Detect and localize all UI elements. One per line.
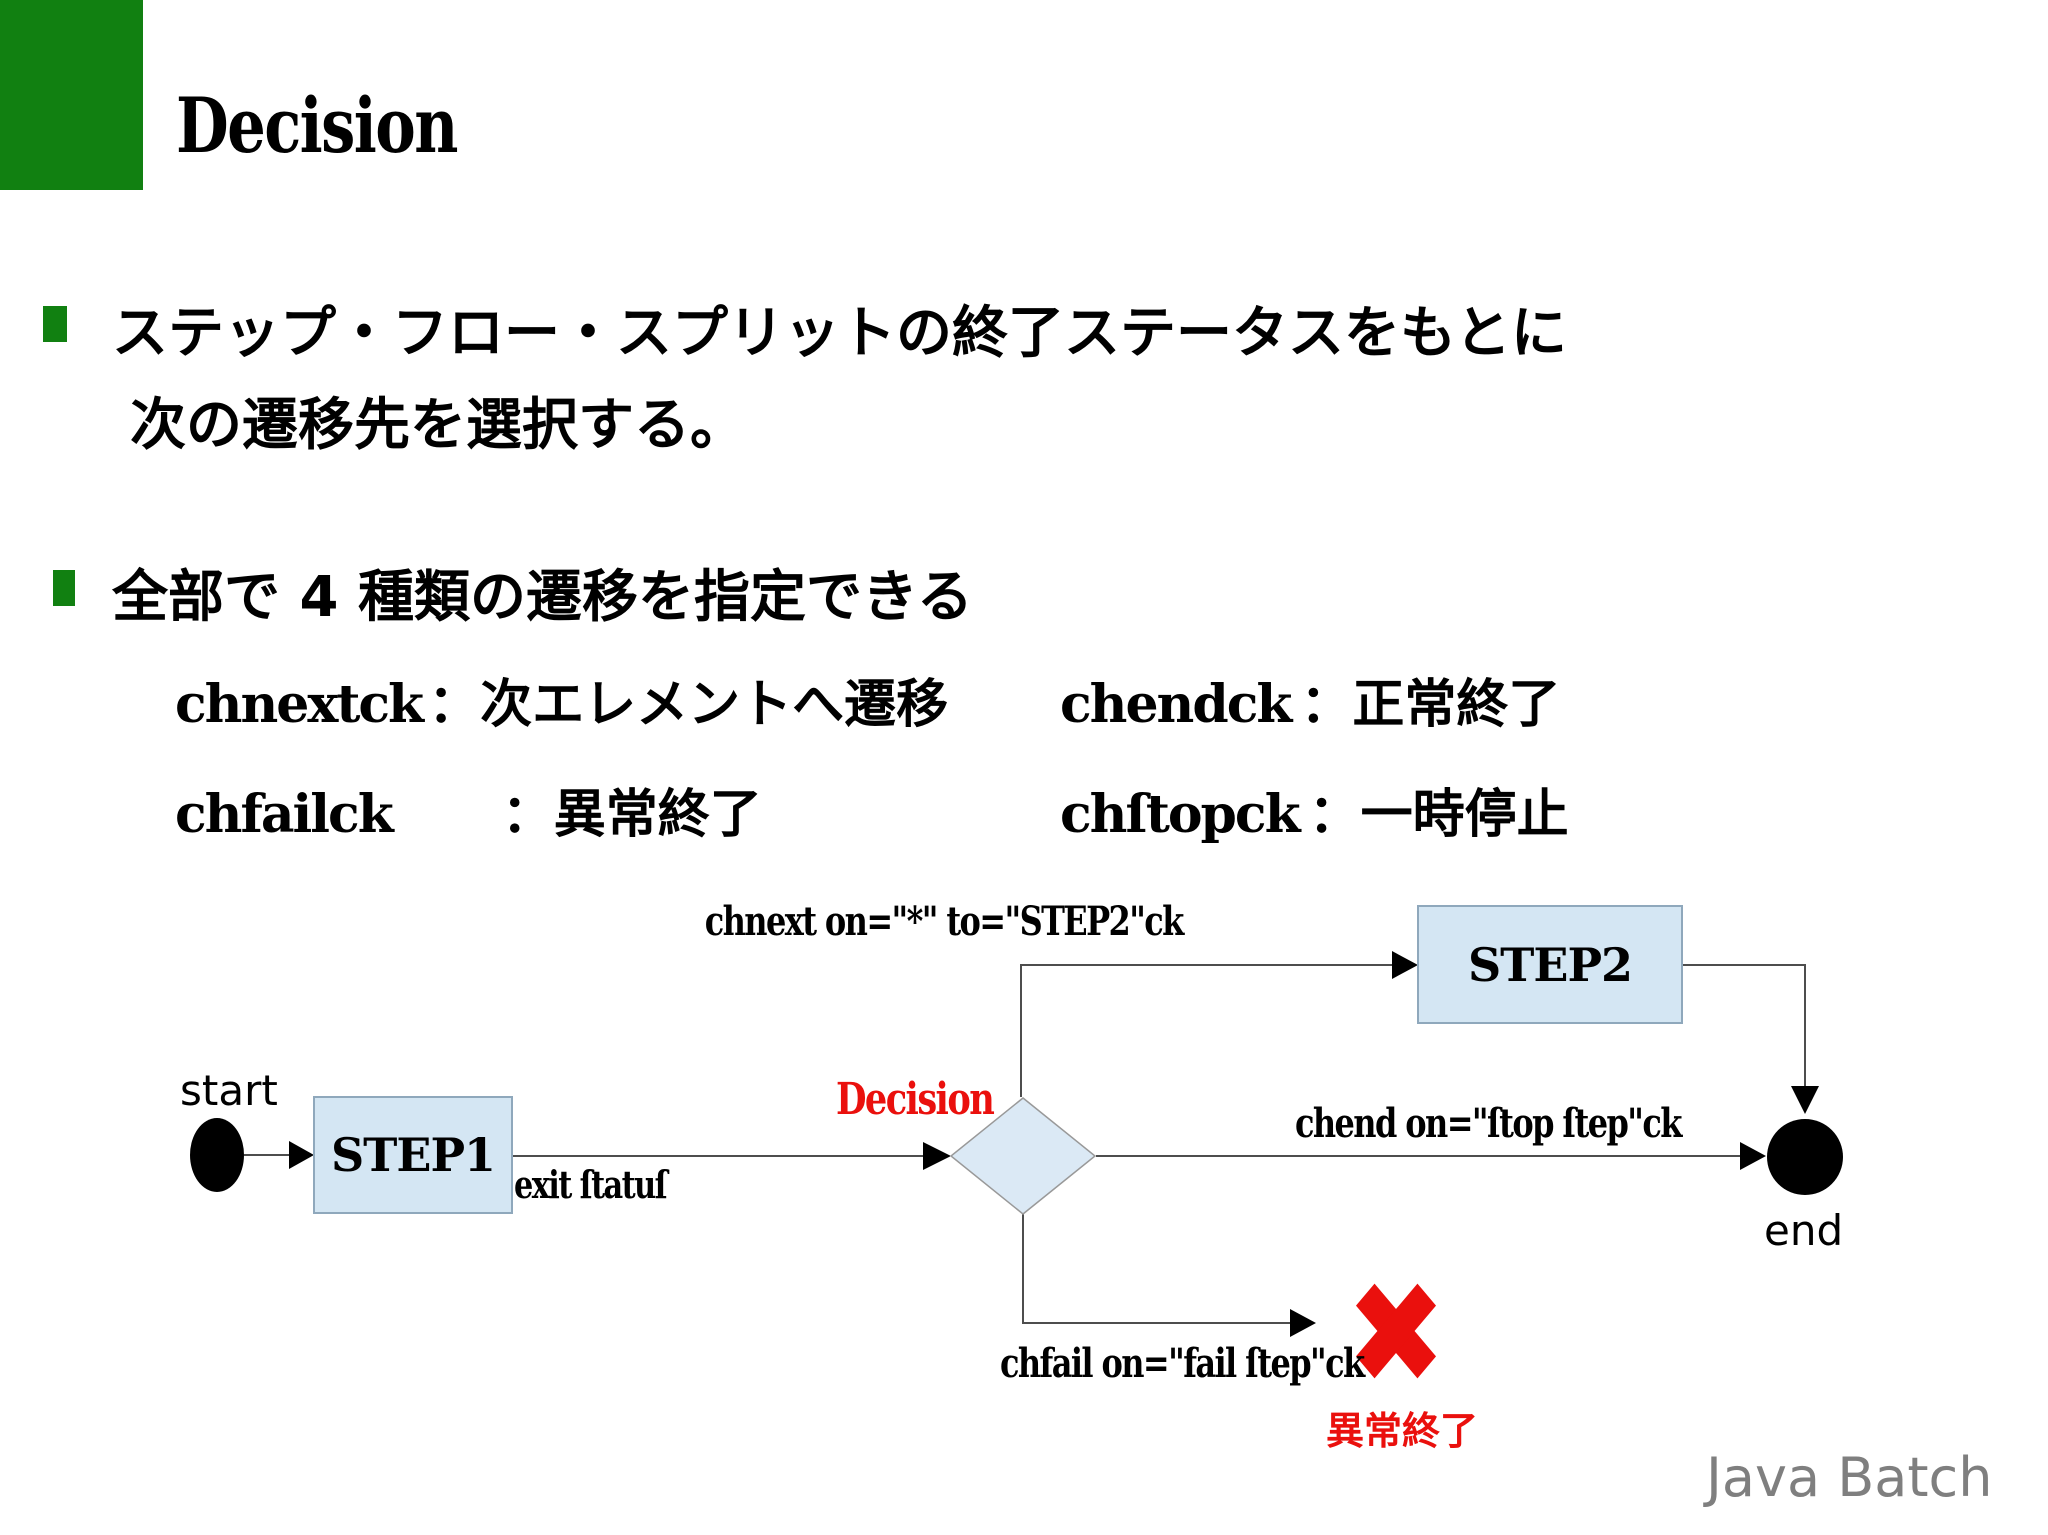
bullet-square-1	[43, 306, 67, 342]
step1-box-label: STEP1	[314, 1097, 512, 1213]
decision-diamond	[949, 1097, 1097, 1215]
arrowhead-into-step1	[289, 1141, 314, 1169]
next-edge-label: chnext on="*" to="STEP2"ck	[645, 898, 1185, 945]
page-title-text: Decision	[176, 81, 458, 170]
transition-next: chnextck ：次エレメントへ遷移	[175, 662, 1060, 737]
next-desc-label: ：次エレメントへ遷移	[428, 675, 949, 735]
fail-tag-label: chfailck	[175, 784, 394, 845]
decision-edge-label: Decision	[836, 1074, 1032, 1125]
next-tag-label: chnextck	[175, 674, 424, 735]
exit-status-label: exit ſtatuſ	[514, 1162, 704, 1207]
arrowheads	[289, 951, 1819, 1337]
edge-lines	[244, 964, 1806, 1324]
fail-result-label: 異常終了	[1326, 1409, 1479, 1453]
arrowhead-into-fail	[1290, 1309, 1316, 1337]
arrowhead-into-decision	[923, 1142, 951, 1170]
transition-row-1: chnextck ：次エレメントへ遷移 chendck ：正常終了	[175, 662, 1975, 737]
stop-tag-label: chſtopck	[1060, 784, 1301, 845]
bullet-square-2	[53, 570, 75, 606]
transition-fail: chfailck ：異常終了	[175, 772, 1060, 847]
bullet-2: 全部で 4 種類の遷移を指定できる	[112, 565, 973, 630]
decision-edge-text: Decision	[836, 1074, 995, 1125]
fail-edge-label: chfail on="fail ſtep"ck	[1000, 1340, 1454, 1387]
exit-status-text: exit ſtatuſ	[514, 1162, 668, 1207]
transition-row-2: chfailck ：異常終了 chſtopck ：一時停止	[175, 772, 1975, 847]
edge-step2-end	[1682, 964, 1806, 1086]
fail-edge-text: chfail on="fail ſtep"ck	[1000, 1340, 1365, 1387]
fail-x-icon	[1355, 1283, 1437, 1379]
bullet-1-line-1: ステップ・フロー・スプリットの終了ステータスをもとに	[112, 301, 1567, 366]
end-node	[1767, 1119, 1843, 1195]
end-edge-label: chend on="ſtop ſtep"ck	[1295, 1100, 1777, 1147]
footer-watermark: Java Batch	[1706, 1446, 1993, 1509]
step2-box-label: STEP2	[1418, 906, 1682, 1023]
next-edge-text: chnext on="*" to="STEP2"ck	[704, 898, 1185, 945]
title-accent-square	[0, 0, 143, 190]
step1-box-text: STEP1	[330, 1128, 496, 1182]
step1-box	[313, 1096, 513, 1214]
step2-box-text: STEP2	[1467, 937, 1633, 992]
stop-desc-label: ：一時停止	[1308, 785, 1569, 845]
page-title: Decision	[176, 88, 527, 164]
end-node-label: end	[1764, 1206, 1844, 1255]
end-desc-label: ：正常終了	[1300, 675, 1561, 735]
end-edge-text: chend on="ſtop ſtep"ck	[1295, 1100, 1682, 1147]
step2-box	[1417, 905, 1683, 1024]
fail-desc-label: ：異常終了	[501, 785, 762, 845]
bullet-1: ステップ・フロー・スプリットの終了ステータスをもとに 次の遷移先を選択する。	[112, 288, 1567, 472]
arrowhead-into-step2	[1392, 951, 1418, 979]
start-node	[190, 1118, 244, 1192]
edge-decision-step2	[1020, 964, 1392, 1097]
start-node-label: start	[180, 1066, 278, 1115]
transition-stop: chſtopck ：一時停止	[1060, 772, 1569, 847]
arrowhead-into-end-left	[1740, 1142, 1766, 1170]
end-tag-label: chendck	[1060, 674, 1292, 735]
edge-decision-fail	[1022, 1214, 1290, 1324]
transition-end: chendck ：正常終了	[1060, 662, 1560, 737]
arrowhead-into-end-top	[1791, 1086, 1819, 1114]
fail-x-bar-2	[1355, 1283, 1437, 1379]
bullet-1-line-2: 次の遷移先を選択する。	[130, 393, 746, 458]
